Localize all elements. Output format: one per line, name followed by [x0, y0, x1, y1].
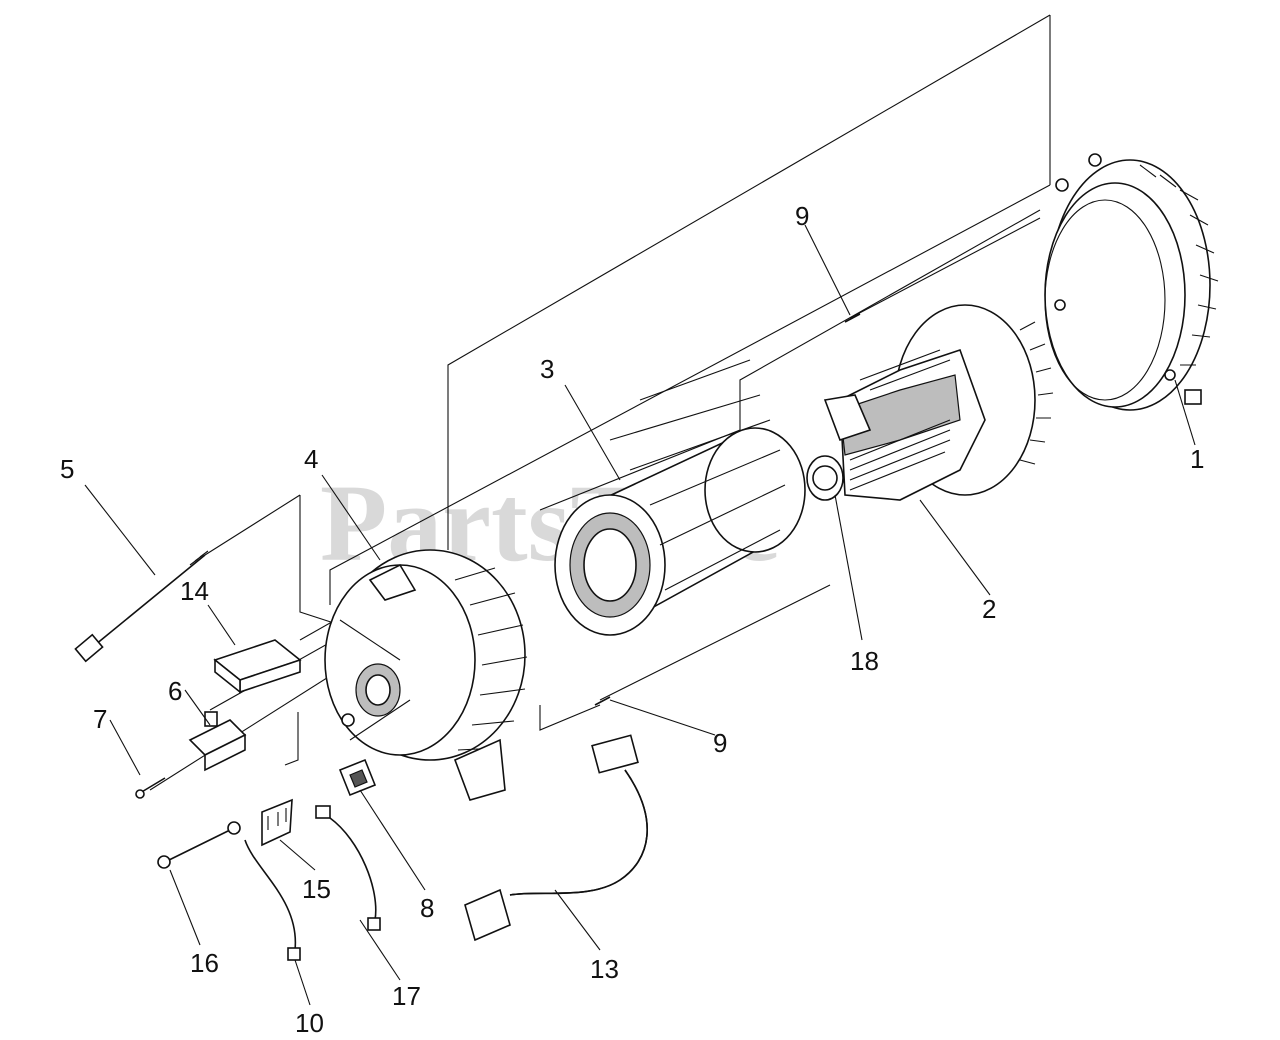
- pad: [213, 639, 302, 694]
- leader-lines: [84, 224, 1196, 1006]
- callout-15: 15: [302, 874, 331, 904]
- callout-labels: 1 2 3 4 5 6 7 8 9 9 10 13 14 15 16 17 18: [60, 201, 1204, 1038]
- callout-14: 14: [180, 576, 209, 606]
- jumper-wire: [315, 805, 381, 931]
- rotor-assembly: [806, 304, 1054, 501]
- callout-13: 13: [590, 954, 619, 984]
- dowel-pin-lower: [594, 696, 611, 706]
- through-bolt: [74, 550, 209, 663]
- ground-wire: [227, 821, 301, 961]
- callout-1: 1: [1190, 444, 1204, 474]
- callout-16: 16: [190, 948, 219, 978]
- callout-3: 3: [540, 354, 554, 384]
- callout-6: 6: [168, 676, 182, 706]
- terminal-block: [261, 798, 293, 847]
- callout-7: 7: [93, 704, 107, 734]
- callout-8: 8: [420, 893, 434, 923]
- callout-10: 10: [295, 1008, 324, 1038]
- callout-17: 17: [392, 981, 421, 1011]
- wire-harness: [464, 734, 648, 942]
- callout-9-upper: 9: [795, 201, 809, 231]
- end-bell-housing: [1044, 153, 1219, 411]
- brush-holder: [188, 711, 247, 772]
- callout-2: 2: [982, 594, 996, 624]
- callout-4: 4: [304, 444, 318, 474]
- rectifier: [338, 758, 377, 797]
- callout-18: 18: [850, 646, 879, 676]
- bearing: [812, 465, 838, 491]
- callout-5: 5: [60, 454, 74, 484]
- callout-9-lower: 9: [713, 728, 727, 758]
- stator: [554, 394, 806, 636]
- dowel-pin-upper: [844, 313, 861, 323]
- screw-small: [135, 777, 166, 799]
- front-housing: [324, 549, 528, 801]
- ground-bolt: [157, 829, 231, 869]
